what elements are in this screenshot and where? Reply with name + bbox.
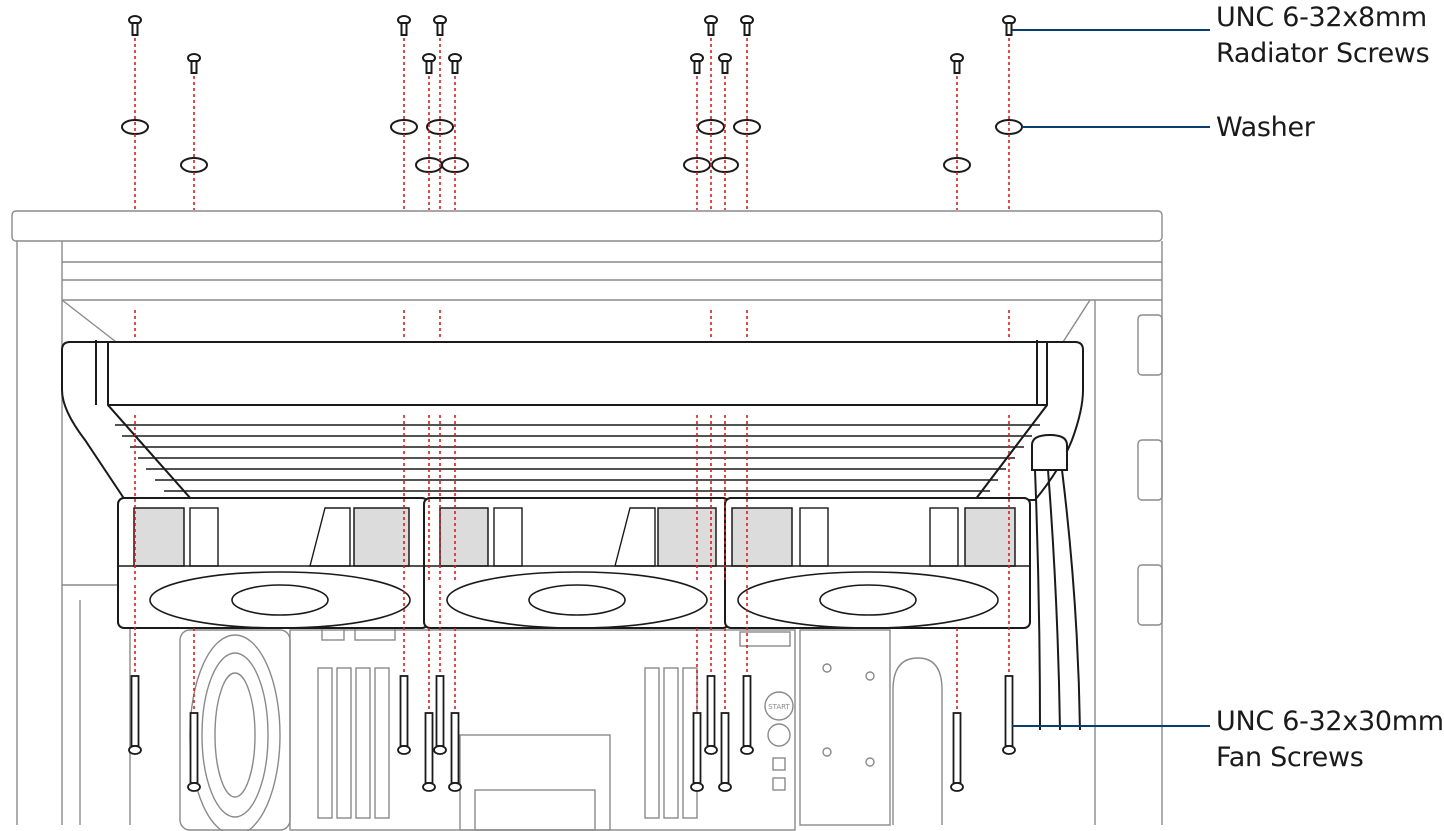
fan-screw-10 — [720, 712, 730, 784]
start-button-label: START — [768, 703, 790, 711]
fan-screws-label: UNC 6-32x30mm Fan Screws — [1216, 704, 1444, 776]
fan-screw-1 — [130, 675, 140, 747]
washer-label: Washer — [1216, 110, 1315, 146]
radiator-core — [107, 341, 1048, 501]
fan-screw-2 — [189, 712, 199, 784]
fan-screws — [128, 675, 1016, 792]
callout-leaders — [1012, 29, 1210, 727]
case-top-panel — [11, 210, 1163, 242]
radiator-screws-label: UNC 6-32x8mm Radiator Screws — [1216, 0, 1430, 72]
guide-lines-top — [134, 38, 1010, 580]
radiator-screws-spec: UNC 6-32x8mm — [1216, 2, 1427, 33]
guide-lines-bottom — [134, 585, 1010, 712]
fan-screws-name: Fan Screws — [1216, 742, 1364, 773]
radiator-screws — [128, 15, 1016, 74]
washer-name: Washer — [1216, 112, 1315, 143]
fan-screw-7 — [706, 675, 716, 747]
fan-screw-6 — [450, 712, 460, 784]
radiator — [61, 340, 1084, 501]
fan-screws-spec: UNC 6-32x30mm — [1216, 706, 1444, 737]
fan-screw-5 — [424, 712, 434, 784]
case-interior — [11, 210, 1163, 831]
motherboard — [289, 627, 796, 831]
fans — [117, 497, 1031, 629]
washers — [121, 119, 1023, 173]
fan-screw-4 — [435, 675, 445, 747]
fan-screw-8 — [742, 675, 752, 747]
coolant-tubes — [1031, 433, 1081, 731]
radiator-screws-name: Radiator Screws — [1216, 38, 1430, 69]
fan-screw-12 — [1004, 675, 1014, 747]
fan-screw-3 — [399, 675, 409, 747]
fan-screw-9 — [692, 712, 702, 784]
fan-screw-11 — [952, 712, 962, 784]
radiator-end-tank-left — [61, 341, 195, 501]
